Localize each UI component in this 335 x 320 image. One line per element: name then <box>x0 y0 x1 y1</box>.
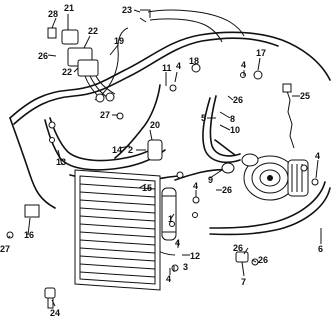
callout-13: 13 <box>56 157 66 167</box>
callout-8: 8 <box>230 114 235 124</box>
callout-20: 20 <box>150 120 160 130</box>
condenser-fins <box>79 183 156 278</box>
hose-6 <box>209 181 326 229</box>
hoses-and-pipes <box>9 9 331 256</box>
part-callouts: 1 2 3 4 4 4 4 4 4 5 6 7 8 9 10 11 12 13 … <box>0 3 323 318</box>
small-fittings <box>6 63 319 272</box>
pipe-11 <box>114 84 161 159</box>
callout-4c: 4 <box>166 274 171 284</box>
callout-28: 28 <box>48 9 58 19</box>
callout-21: 21 <box>64 3 74 13</box>
clamp-7 <box>235 251 249 263</box>
receiver-dryer <box>161 187 177 241</box>
relay-block <box>61 29 116 103</box>
callout-4a: 4 <box>176 61 181 71</box>
callout-4e: 4 <box>175 238 180 248</box>
upper-hose <box>9 31 331 119</box>
callout-26a: 26 <box>38 51 48 61</box>
callout-7: 7 <box>241 277 246 287</box>
upper-hose-inner <box>13 37 279 125</box>
callout-9: 9 <box>208 175 213 185</box>
callout-14: 14 <box>112 145 122 155</box>
callout-5: 5 <box>201 113 206 123</box>
callout-24: 24 <box>50 308 60 318</box>
callout-22a: 22 <box>88 26 98 36</box>
callout-4d: 4 <box>193 181 198 191</box>
clip-23 <box>139 9 151 23</box>
callout-3: 3 <box>183 262 188 272</box>
condenser <box>74 169 161 291</box>
hose-5-b <box>209 95 241 157</box>
callout-1: 1 <box>168 214 173 224</box>
wire-harness-2 <box>149 18 223 43</box>
callout-27a: 27 <box>100 110 110 120</box>
pipe-13-b <box>49 117 161 162</box>
callout-23: 23 <box>122 5 132 15</box>
bolt-24 <box>44 287 56 309</box>
fitting-9 <box>221 162 235 174</box>
callout-22b: 22 <box>62 67 72 77</box>
callout-2: 2 <box>128 145 133 155</box>
callout-4f: 4 <box>315 151 320 161</box>
callout-19: 19 <box>114 36 124 46</box>
hose-6-b <box>209 187 331 236</box>
connector-28 <box>47 27 57 39</box>
leader-lines <box>7 9 322 307</box>
callout-26d: 26 <box>233 243 243 253</box>
callout-25: 25 <box>300 91 310 101</box>
left-hose <box>9 117 56 209</box>
callout-26e: 26 <box>258 255 268 265</box>
callout-27b: 27 <box>0 244 10 254</box>
callout-26c: 26 <box>222 185 232 195</box>
bracket-16 <box>24 204 40 218</box>
callout-15: 15 <box>142 183 152 193</box>
callout-16: 16 <box>24 230 34 240</box>
hose-10 <box>214 139 236 156</box>
callout-10: 10 <box>230 125 240 135</box>
callout-11: 11 <box>162 63 172 73</box>
compressor <box>241 153 309 201</box>
callout-26b: 26 <box>233 95 243 105</box>
callout-12: 12 <box>190 251 200 261</box>
pipe-13 <box>44 119 166 171</box>
wire-harness-3 <box>147 9 245 37</box>
callout-4b: 4 <box>241 60 246 70</box>
valve-20 <box>147 139 163 161</box>
callout-6: 6 <box>318 244 323 254</box>
callout-18: 18 <box>189 56 199 66</box>
hose-5 <box>202 97 241 164</box>
callout-17: 17 <box>256 48 266 58</box>
chain-25 <box>282 83 295 149</box>
